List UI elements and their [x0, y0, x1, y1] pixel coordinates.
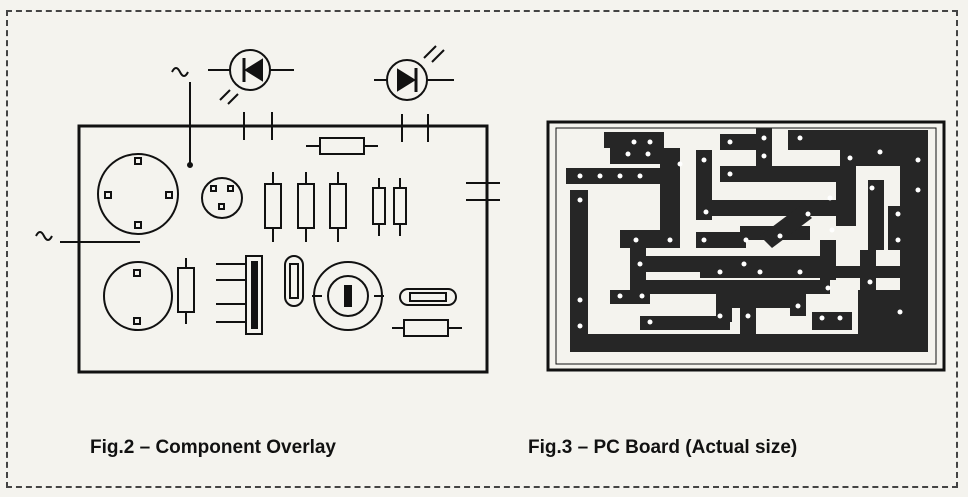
- led1-arrow-b: [227, 93, 239, 105]
- diode-bridge-band: [251, 261, 258, 329]
- resistor-bank: [264, 172, 407, 242]
- led2-arrow-b: [431, 49, 445, 63]
- diode-bridge-body: [245, 255, 263, 335]
- socket-pin-3: [165, 191, 173, 199]
- led2-triangle: [397, 68, 416, 92]
- socket-large: [97, 153, 179, 235]
- transistor-body: [201, 177, 243, 219]
- ac-lead-top-dot: [187, 162, 193, 168]
- trimmer-slot: [344, 285, 352, 307]
- oval-cap-vertical-inner: [289, 263, 299, 299]
- top-resistor-body: [319, 137, 365, 155]
- relay-pin-2: [133, 317, 141, 325]
- oval-cap-horizontal: [399, 288, 457, 306]
- component-overlay: [35, 45, 500, 374]
- page-frame: [6, 10, 958, 488]
- led2-arrow-a: [423, 45, 437, 59]
- overlay-board-outline: [77, 124, 489, 374]
- relay-pin-1: [133, 269, 141, 277]
- ac-symbol-top: [171, 67, 189, 77]
- copper-tracks: [566, 128, 928, 352]
- socket-pin-1: [134, 157, 142, 165]
- socket-pin-4: [134, 221, 142, 229]
- led1-arrow-a: [219, 89, 231, 101]
- socket-pin-2: [104, 191, 112, 199]
- ac-symbol-left: [35, 231, 53, 241]
- relay-body: [103, 261, 173, 331]
- oval-cap-vertical: [284, 255, 304, 307]
- transistor-pin-1: [210, 185, 217, 192]
- transistor-pin-2: [227, 185, 234, 192]
- pc-board: [546, 120, 946, 372]
- transistor-pin-3: [218, 203, 225, 210]
- bottom-resistor-body: [403, 319, 449, 337]
- fig3-caption: Fig.3 – PC Board (Actual size): [528, 437, 798, 458]
- pcb-pads: [577, 135, 921, 329]
- fig2-caption: Fig.2 – Component Overlay: [90, 437, 336, 458]
- led1-triangle: [244, 58, 263, 82]
- trimmer-inner: [327, 275, 369, 317]
- lower-resistor-body: [177, 267, 195, 313]
